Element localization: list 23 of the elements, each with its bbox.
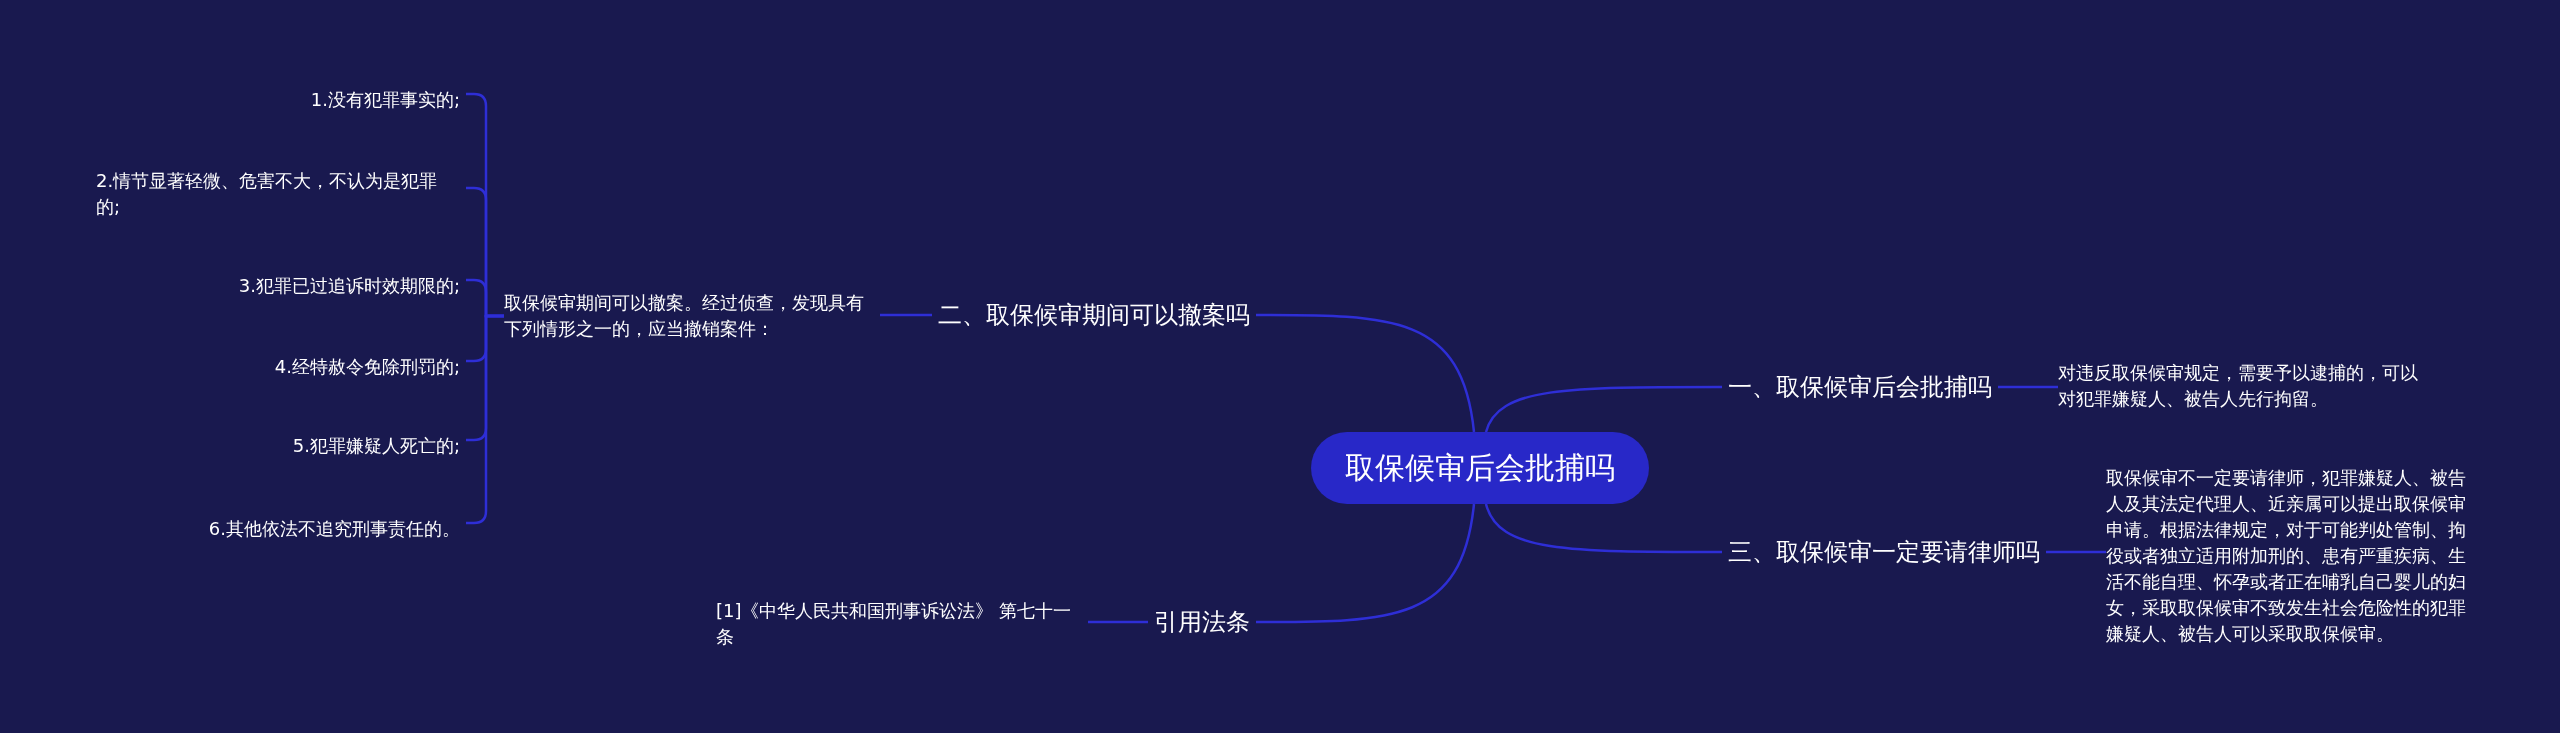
branch-curve — [1256, 503, 1476, 624]
branch-curve — [1256, 313, 1476, 433]
topic-pill: 取保候审后会批捕吗 — [1311, 432, 1649, 504]
list-item: 3.犯罪已过追诉时效期限的; — [238, 273, 466, 299]
topic-label: 二、取保候审期间可以撤案吗 — [932, 299, 1256, 331]
list-item: 4.经特赦令免除刑罚的; — [274, 354, 466, 380]
connector-line — [880, 313, 932, 317]
note-text: 取保候审期间可以撤案。经过侦查，发现具有下列情形之一的，应当撤销案件： — [504, 290, 880, 342]
branch-curve — [1484, 503, 1722, 554]
connector-line — [2046, 550, 2106, 554]
topic-label: 引用法条 — [1148, 606, 1256, 638]
topic-label: 一、取保候审后会批捕吗 — [1722, 371, 1998, 403]
connector-line — [1998, 385, 2058, 389]
note-text: [1]《中华人民共和国刑事诉讼法》 第七十一条 — [716, 598, 1088, 650]
list-item: 6.其他依法不追究刑事责任的。 — [208, 516, 466, 542]
note-text: 取保候审不一定要请律师，犯罪嫌疑人、被告人及其法定代理人、近亲属可以提出取保候审申请。根据法律规定，对于可能判处管制、拘役或者独立适用附加刑的、患有严重疾病、生活不能自理、怀孕或者正在哺乳自己婴儿的妇女，采取取保候审不致发生社会危险性的犯罪嫌疑人、被告人可以采取取保候审。 — [2106, 465, 2482, 647]
list-item: 5.犯罪嫌疑人死亡的; — [292, 433, 466, 459]
connector-line — [1088, 620, 1148, 624]
topic-label: 三、取保候审一定要请律师吗 — [1722, 536, 2046, 568]
branch-curve — [1484, 385, 1722, 433]
list-item: 2.情节显著轻微、危害不大，不认为是犯罪的; — [96, 168, 466, 220]
list-item: 1.没有犯罪事实的; — [310, 87, 466, 113]
note-text: 对违反取保候审规定，需要予以逮捕的，可以对犯罪嫌疑人、被告人先行拘留。 — [2058, 360, 2430, 412]
